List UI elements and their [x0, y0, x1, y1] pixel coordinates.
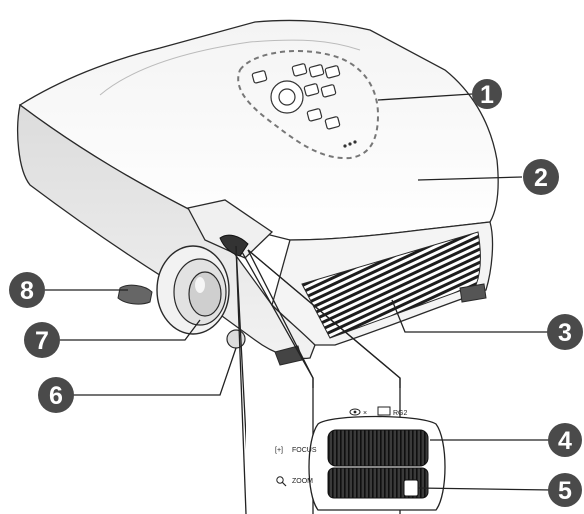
callout-1: 1 [472, 79, 502, 109]
lens-glass [188, 271, 222, 317]
screen-icon [377, 406, 391, 416]
lens-top-label: RG2 [393, 410, 408, 417]
callout-6: 6 [38, 377, 74, 413]
callout-circle [548, 423, 582, 457]
focus-ring [327, 429, 429, 467]
leader-line-6 [70, 347, 237, 396]
panel-button [324, 65, 341, 79]
callout-4: 4 [548, 423, 582, 457]
control-panel-buttons [251, 63, 341, 130]
panel-button [291, 63, 308, 77]
cross-icon: × [363, 410, 367, 417]
indicator-led [353, 140, 357, 144]
front-foot-base [274, 345, 303, 366]
zoom-ring [327, 467, 429, 499]
callout-number: 5 [558, 477, 572, 505]
top-ridge-line [99, 39, 361, 96]
callout-number: 7 [35, 327, 49, 355]
focus-icon: [+] [275, 447, 283, 454]
callout-circle [472, 79, 502, 109]
indicator-led [343, 144, 347, 148]
callout-7: 7 [24, 322, 60, 358]
leader-line-2 [417, 176, 523, 181]
callout-circle [523, 159, 559, 195]
inset-top-icons: × RG2 [349, 406, 408, 417]
leader-line-1 [377, 93, 473, 101]
callout-number: 8 [20, 277, 34, 305]
callout-number: 2 [534, 164, 548, 192]
callout-number: 4 [558, 427, 572, 455]
zoom-icon [276, 476, 284, 484]
callout-number: 6 [49, 382, 63, 410]
eye-pupil-icon [353, 410, 357, 414]
control-panel-outline [237, 49, 380, 160]
callout-8: 8 [9, 272, 45, 308]
inset-connector-left [235, 245, 247, 514]
callout-circle [9, 272, 45, 308]
zoom-lever [403, 479, 419, 497]
callout-circle [38, 377, 74, 413]
panel-button [303, 83, 320, 97]
leader-line-7 [60, 319, 201, 341]
lens-zoom-inset: × RG2 [+] FOCUS ZOOM [235, 245, 452, 514]
panel-button [324, 116, 341, 130]
zoom-label: ZOOM [292, 478, 313, 485]
callout-3: 3 [547, 314, 583, 350]
rear-right-foot [459, 283, 487, 303]
callout-2: 2 [523, 159, 559, 195]
zoom-icon-handle [281, 481, 287, 487]
panel-dpad-inner [278, 88, 296, 106]
panel-button [320, 84, 337, 98]
ir-sensor [226, 329, 246, 349]
callout-number: 1 [480, 81, 494, 109]
panel-button [251, 70, 268, 84]
callout-5: 5 [548, 473, 582, 507]
eye-icon [349, 408, 361, 416]
lens-highlight [195, 277, 205, 293]
panel-button [306, 108, 323, 122]
projector-body [17, 19, 499, 366]
focus-label: FOCUS [292, 447, 317, 454]
callout-circle [24, 322, 60, 358]
callout-circle [548, 473, 582, 507]
leader-line-5 [417, 487, 553, 491]
panel-button [308, 64, 325, 78]
leader-lines [45, 93, 553, 491]
front-adjuster-foot [117, 284, 153, 305]
indicator-leds [343, 140, 357, 148]
callout-number: 3 [558, 319, 572, 347]
lens-window-recess [187, 199, 274, 259]
callout-circle [547, 314, 583, 350]
leader-line-3 [391, 299, 548, 333]
indicator-led [348, 142, 352, 146]
focus-ring-peek [219, 234, 249, 257]
